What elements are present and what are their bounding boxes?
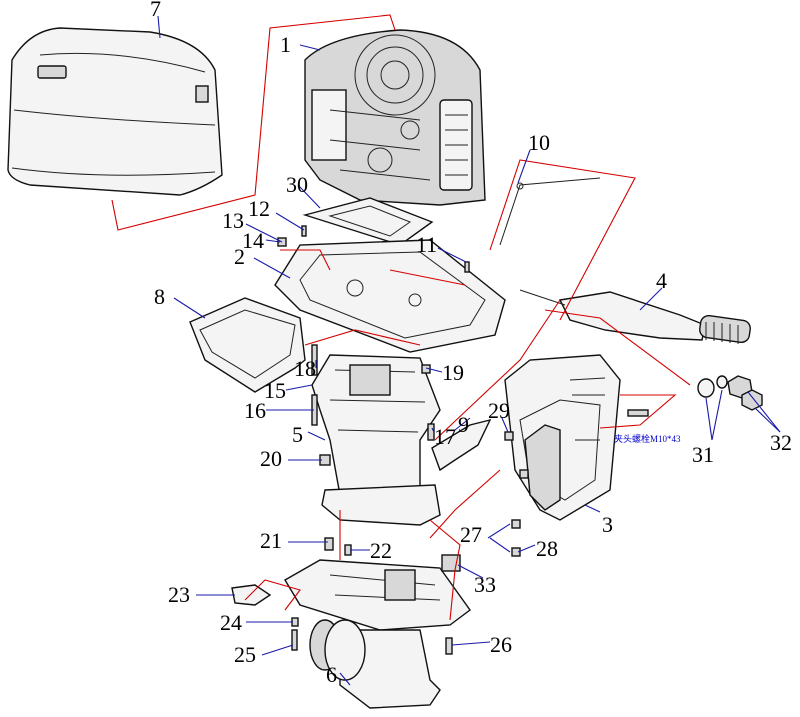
callout-14: 14 bbox=[242, 228, 264, 253]
part-bracket-9 bbox=[431, 418, 492, 472]
callout-32: 32 bbox=[770, 430, 792, 455]
callout-28: 28 bbox=[536, 536, 558, 561]
callout-8: 8 bbox=[154, 284, 165, 309]
callout-16: 16 bbox=[244, 398, 266, 423]
callout-33: 33 bbox=[474, 572, 496, 597]
part-bottom-cowl bbox=[274, 239, 506, 353]
callout-7: 7 bbox=[150, 0, 161, 21]
callout-5: 5 bbox=[292, 422, 303, 447]
callout-19: 19 bbox=[442, 360, 464, 385]
callout-24: 24 bbox=[220, 610, 242, 635]
callout-17: 17 bbox=[434, 424, 456, 449]
callout-12: 12 bbox=[248, 196, 270, 221]
callout-30: 30 bbox=[286, 172, 308, 197]
part-clamp-bracket bbox=[504, 354, 621, 521]
part-top-cowling bbox=[7, 27, 223, 196]
leader-lines bbox=[157, 15, 781, 686]
part-gearcase bbox=[284, 559, 471, 709]
callout-20: 20 bbox=[260, 446, 282, 471]
callout-numbers: 1 2 3 4 5 6 7 8 9 10 11 12 13 14 15 16 1… bbox=[150, 0, 792, 687]
clamp-bolt-annotation: 夹头螺栓M10*43 bbox=[614, 433, 681, 444]
part-midsection bbox=[311, 354, 441, 526]
assembly-lines bbox=[111, 14, 691, 621]
fasteners bbox=[277, 225, 763, 655]
callout-31: 31 bbox=[692, 442, 714, 467]
callout-21: 21 bbox=[260, 528, 282, 553]
callout-9: 9 bbox=[458, 412, 469, 437]
callout-4: 4 bbox=[656, 268, 667, 293]
callout-1: 1 bbox=[280, 32, 291, 57]
callout-26: 26 bbox=[490, 632, 512, 657]
callout-18: 18 bbox=[294, 356, 316, 381]
callout-25: 25 bbox=[234, 642, 256, 667]
part-anode bbox=[231, 584, 272, 606]
part-lower-apron bbox=[189, 297, 306, 393]
callout-23: 23 bbox=[168, 582, 190, 607]
callout-11: 11 bbox=[416, 232, 437, 257]
part-engine-powerhead bbox=[304, 29, 486, 206]
part-gasket bbox=[302, 197, 434, 246]
callout-2: 2 bbox=[234, 244, 245, 269]
callout-29: 29 bbox=[488, 398, 510, 423]
callout-27: 27 bbox=[460, 522, 482, 547]
part-tiller-handle bbox=[519, 289, 751, 344]
callout-10: 10 bbox=[528, 130, 550, 155]
callout-3: 3 bbox=[602, 512, 613, 537]
callout-13: 13 bbox=[222, 208, 244, 233]
callout-6: 6 bbox=[326, 662, 337, 687]
callout-15: 15 bbox=[264, 378, 286, 403]
callout-22: 22 bbox=[370, 538, 392, 563]
part-linkage-rod bbox=[499, 177, 601, 246]
